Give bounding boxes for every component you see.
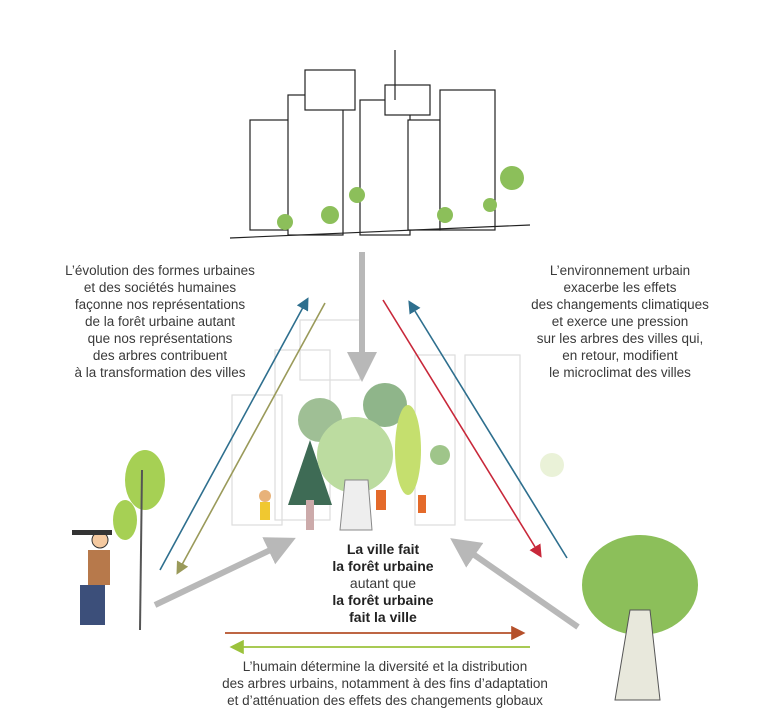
- right-caption-line: le microclimat des villes: [549, 365, 691, 380]
- arrow-olive-left: [176, 302, 326, 575]
- center-line: La ville fait: [346, 541, 420, 557]
- center-line: autant que: [349, 575, 417, 591]
- center-line: la forêt urbaine: [332, 558, 434, 574]
- left-caption-line: de la forêt urbaine autant: [84, 314, 236, 329]
- city-trees: [277, 166, 524, 230]
- right-caption: L’environnement urbain exacerbe les effe…: [500, 262, 740, 381]
- center-line: la forêt urbaine: [332, 592, 434, 608]
- arrow-red-right: [382, 299, 542, 558]
- bottom-caption-line: et d’atténuation des effets des changeme…: [227, 693, 543, 708]
- right-caption-line: sur les arbres des villes qui,: [536, 331, 704, 346]
- right-caption-line: exacerbe les effets: [563, 280, 677, 295]
- bottom-caption: L’humain détermine la diversité et la di…: [185, 658, 585, 709]
- arrow-blue-left: [159, 297, 309, 571]
- center-statement: La ville fait la forêt urbaine autant qu…: [283, 541, 483, 626]
- bottom-caption-line: des arbres urbains, notamment à des fins…: [222, 676, 548, 691]
- right-caption-line: et exerce une pression: [551, 314, 689, 329]
- center-line: fait la ville: [349, 609, 417, 625]
- left-caption-line: façonne nos représentations: [74, 297, 246, 312]
- arrow-tree-to-forest: [450, 538, 580, 630]
- bottom-caption-line: L’humain détermine la diversité et la di…: [242, 659, 528, 674]
- arrow-human-to-forest: [153, 537, 296, 608]
- man-planting-tree-illustration: [72, 450, 165, 631]
- left-caption-line: des arbres contribuent: [92, 348, 228, 363]
- central-forest: [259, 383, 564, 531]
- right-caption-line: des changements climatiques: [531, 297, 709, 312]
- left-caption-line: à la transformation des villes: [74, 365, 246, 380]
- right-caption-line: en retour, modifient: [562, 348, 678, 363]
- big-tree-illustration: [582, 535, 698, 701]
- left-caption-line: L’évolution des formes urbaines: [65, 263, 255, 278]
- left-caption-line: que nos représentations: [87, 331, 233, 346]
- arrow-blue-right: [408, 300, 568, 559]
- left-caption-line: et des sociétés humaines: [83, 280, 237, 295]
- left-caption: L’évolution des formes urbaines et des s…: [40, 262, 280, 381]
- right-caption-line: L’environnement urbain: [549, 263, 691, 278]
